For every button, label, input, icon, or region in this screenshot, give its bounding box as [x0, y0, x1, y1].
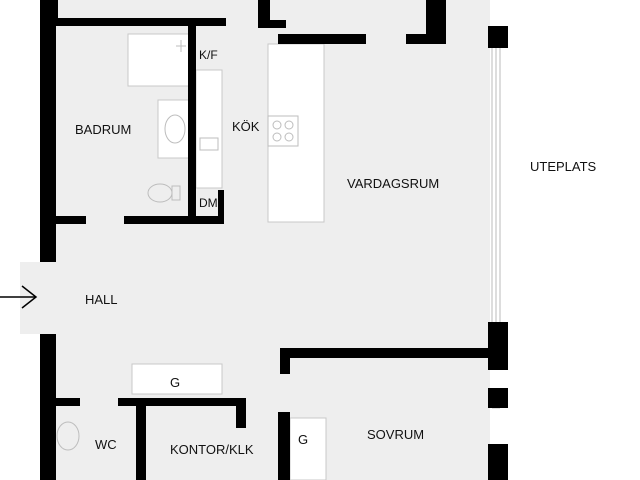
room-label-badrum: BADRUM — [75, 122, 132, 137]
wall-right-mid — [488, 322, 508, 370]
wall-kontor-top — [118, 398, 246, 406]
wall-right-bottom — [488, 444, 508, 480]
wall-badrum-right — [188, 26, 196, 222]
stove-icon — [267, 115, 299, 147]
room-label-vardagsrum: VARDAGSRUM — [347, 176, 440, 191]
room-label-sovrum: SOVRUM — [367, 427, 425, 442]
wall-sovrum-left — [278, 412, 290, 480]
wall-badrum-bottom-left — [56, 216, 86, 224]
wall-top-corr — [56, 18, 226, 26]
toilet-icon — [147, 183, 181, 203]
sovrum-closet — [289, 417, 327, 480]
wall-right-top — [488, 26, 508, 48]
floor-area — [20, 0, 490, 480]
wall-wc-top — [56, 398, 80, 406]
wall-left-upper — [40, 0, 56, 262]
wall-sovrum-top — [282, 348, 496, 358]
room-label-wc: WC — [95, 437, 117, 452]
wall-top-kitchen-mid — [278, 34, 366, 44]
wall-top-left-cap — [40, 0, 58, 22]
wall-dm-right — [218, 190, 224, 222]
window-frame — [491, 48, 501, 409]
room-label-g-hall: G — [170, 375, 181, 390]
room-label-dm: DM — [199, 196, 218, 210]
kitchen-sink-icon — [199, 137, 219, 151]
wall-wc-right — [136, 404, 146, 480]
room-label-hall: HALL — [85, 292, 118, 307]
room-label-g-sovrum: G — [298, 432, 309, 447]
kf-cabinet — [195, 69, 223, 189]
wall-badrum-bottom-right — [124, 216, 224, 224]
wc-sink-icon — [56, 421, 80, 451]
bath-counter — [127, 33, 191, 87]
room-label-kok: KÖK — [232, 119, 260, 134]
walls — [40, 0, 508, 480]
hall-closet — [131, 363, 223, 395]
room-label-uteplats: UTEPLATS — [530, 159, 597, 174]
fixture-details — [56, 40, 299, 451]
wall-sovrum-top-stub — [280, 348, 290, 374]
room-label-kf: K/F — [199, 48, 218, 62]
wall-top-corner — [426, 0, 446, 44]
room-label-kontor: KONTOR/KLK — [170, 442, 254, 457]
sink-icon — [164, 114, 186, 144]
entrance-arrow-icon — [0, 285, 38, 309]
wall-left-lower — [40, 334, 56, 480]
wall-top-kitchen — [258, 20, 286, 28]
fixtures — [127, 33, 327, 480]
wall-right-low — [488, 388, 508, 408]
wall-kontor-top-right — [236, 398, 246, 428]
